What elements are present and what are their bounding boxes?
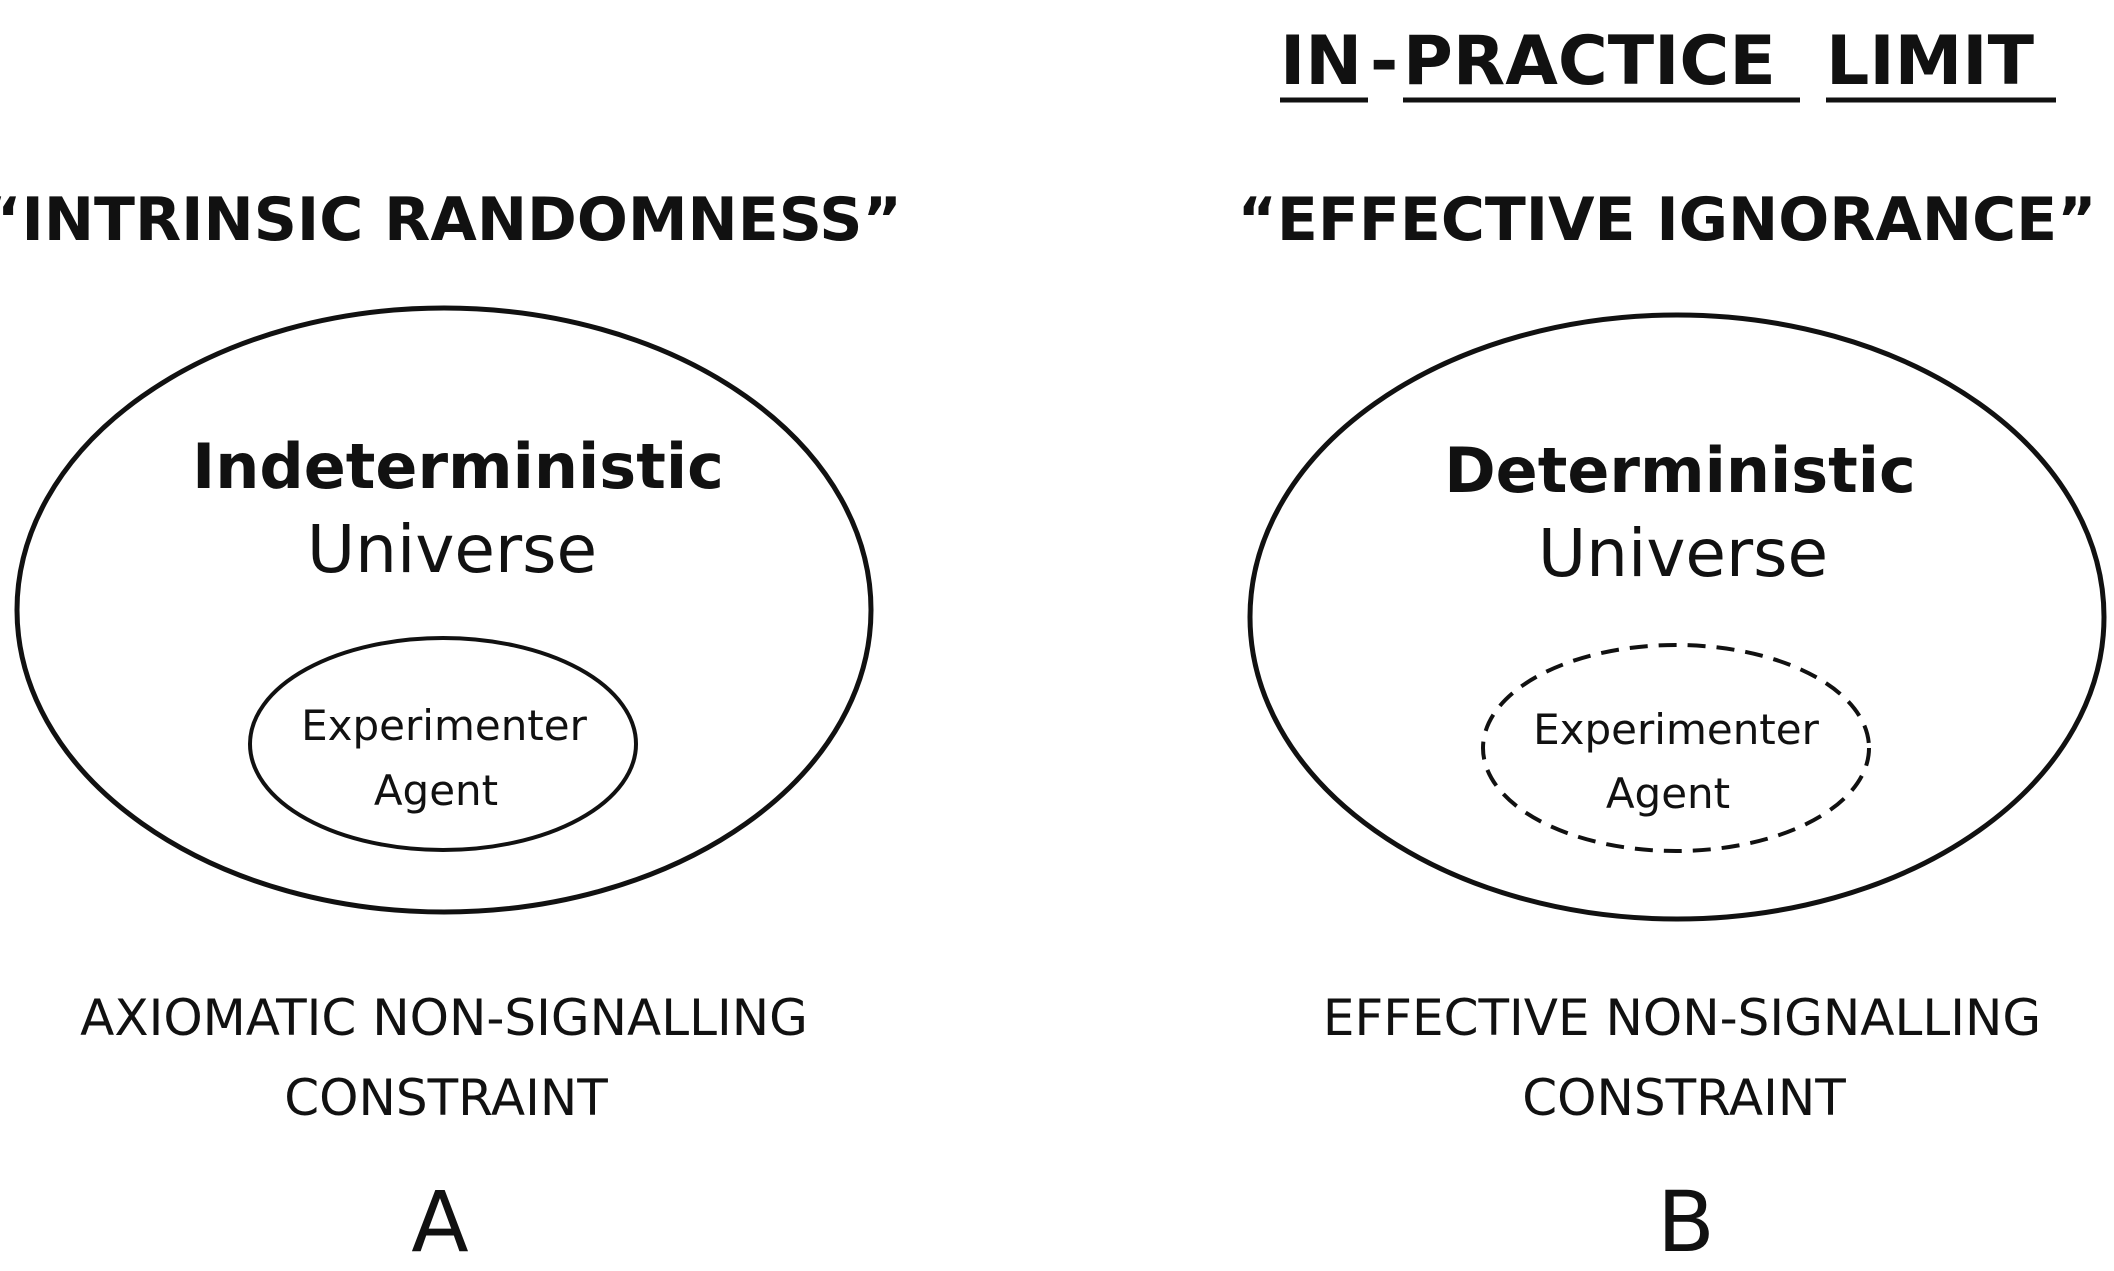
panel-a-constraint-line2: CONSTRAINT — [284, 1069, 608, 1127]
panel-a-agent-line1: Experimenter — [301, 701, 588, 750]
panel-a-letter: A — [411, 1173, 468, 1271]
panel-b-letter: B — [1657, 1173, 1715, 1271]
title-word-limit: LIMIT — [1826, 22, 2035, 101]
title-word-practice: PRACTICE — [1403, 22, 1776, 101]
panel-b-agent-line1: Experimenter — [1533, 705, 1820, 754]
panel-b-agent-line2: Agent — [1606, 769, 1730, 818]
panel-b-constraint-line1: EFFECTIVE NON-SIGNALLING — [1323, 989, 2041, 1047]
panel-a-universe-ellipse — [14, 305, 874, 915]
title-word-in: IN — [1280, 22, 1362, 101]
panel-a-agent-ellipse — [248, 636, 638, 852]
title-hyphen: - — [1370, 22, 1398, 101]
panel-b-universe-word: Universe — [1538, 515, 1828, 592]
panel-a-universe-word: Universe — [307, 511, 597, 588]
panel-a-universe-type: Indeterministic — [192, 430, 724, 503]
panel-b-constraint-line2: CONSTRAINT — [1522, 1069, 1846, 1127]
panel-b-universe-type: Deterministic — [1444, 434, 1916, 507]
panel-a-agent-line2: Agent — [374, 766, 498, 815]
panel-b: “EFFECTIVE IGNORANCE” Deterministic Univ… — [1237, 185, 2107, 1271]
panel-b-universe-ellipse — [1247, 312, 2107, 922]
panel-b-agent-ellipse — [1481, 643, 1871, 853]
panel-a: “INTRINSIC RANDOMNESS” Indeterministic U… — [0, 185, 902, 1271]
in-practice-limit-title: IN - PRACTICE LIMIT — [1280, 22, 2056, 103]
panel-a-constraint-line1: AXIOMATIC NON-SIGNALLING — [80, 989, 808, 1047]
panel-a-heading: “INTRINSIC RANDOMNESS” — [0, 185, 902, 255]
panel-b-heading: “EFFECTIVE IGNORANCE” — [1237, 185, 2096, 255]
